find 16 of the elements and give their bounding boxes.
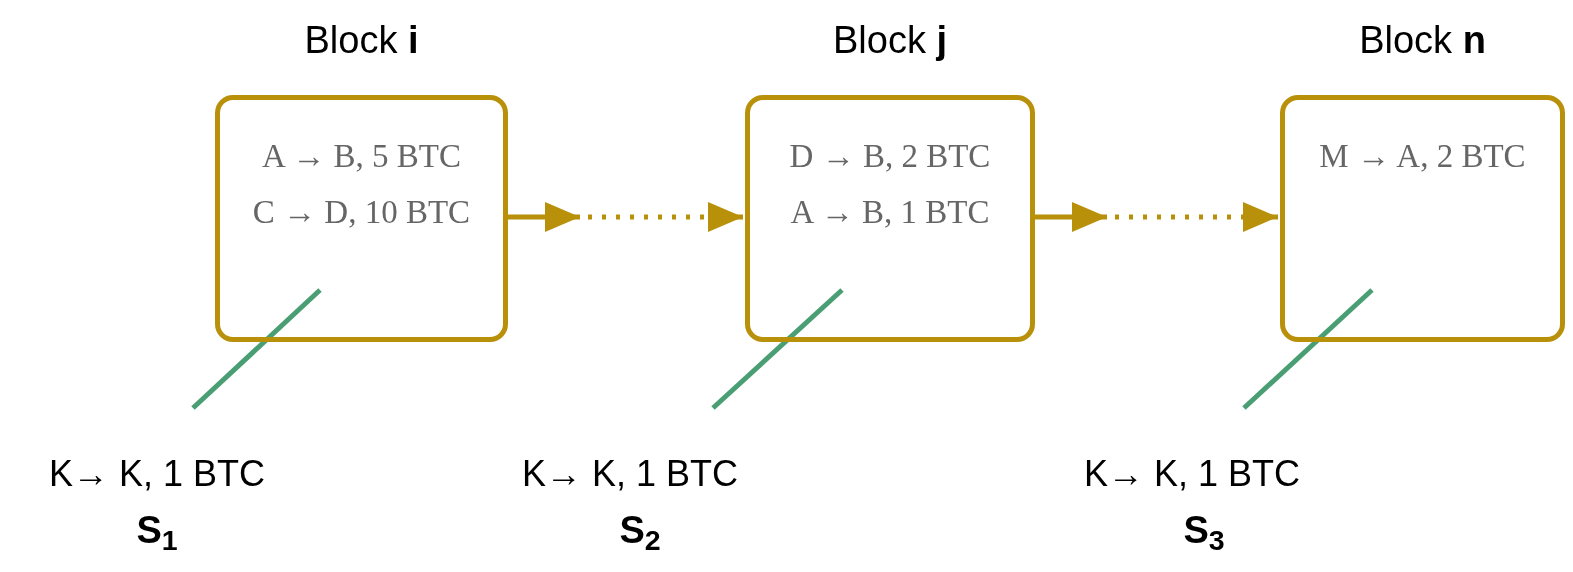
transaction-text: A → B, 5 BTC bbox=[262, 137, 461, 176]
block-heading: Block i bbox=[304, 18, 419, 63]
signature-label: S$_{3}$ bbox=[1183, 508, 1225, 552]
arrow bbox=[508, 202, 743, 232]
block-heading: Block n bbox=[1359, 18, 1486, 63]
arrow bbox=[1035, 202, 1278, 232]
transaction-text: D → B, 2 BTC bbox=[789, 137, 991, 176]
transaction-text: A → B, 1 BTC bbox=[790, 193, 990, 232]
signature-label: S$_{1}$ bbox=[136, 508, 178, 552]
transaction-label: K→ K, 1 BTC bbox=[1083, 452, 1301, 496]
transaction-label: K→ K, 1 BTC bbox=[48, 452, 266, 496]
signature-label: S$_{2}$ bbox=[619, 508, 661, 552]
transaction-label: K→ K, 1 BTC bbox=[521, 452, 739, 496]
block-heading: Block j bbox=[833, 18, 947, 63]
transaction-text: C → D, 10 BTC bbox=[252, 193, 471, 232]
transaction-text: M → A, 2 BTC bbox=[1319, 137, 1526, 176]
